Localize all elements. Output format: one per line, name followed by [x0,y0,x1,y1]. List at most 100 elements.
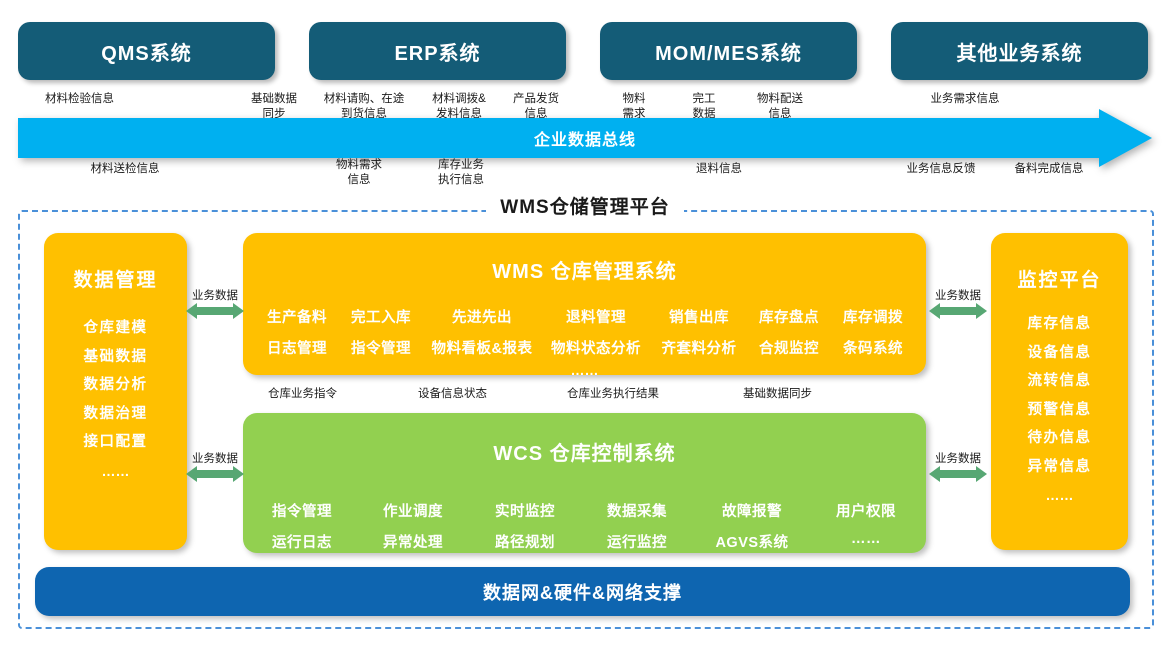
bus-body [18,118,1103,158]
up-flow-label-5: 备料完成信息 [1014,163,1084,175]
bi-arrow-icon-3 [929,466,987,482]
down-flow-label-6: 完工 数据 [692,93,716,120]
system-box-label: 其他业务系统 [956,42,1083,65]
wcs-feature[interactable]: AGVS系统 [715,535,789,551]
wms-feature[interactable]: 销售出库 [669,310,729,326]
bi-arrow-icon-1 [186,466,244,482]
wcs-feature[interactable]: 路径规划 [495,535,555,551]
down-flow-label-0: 材料检验信息 [45,93,114,105]
wms-feature-row-1: 生产备料 完工入库 先进先出 退料管理 销售出库 库存盘点 库存调拨 [243,306,926,327]
arrow-shaft [196,470,234,478]
up-flow-label-2: 库存业务 执行信息 [438,159,484,186]
mid-flow-label-3: 基础数据同步 [743,388,812,400]
wms-feature[interactable]: 物料看板&报表 [431,341,533,357]
system-box-erp[interactable]: ERP系统 [309,22,566,80]
bi-flow-label-2: 业务数据 [935,290,981,302]
system-box-mom-mes[interactable]: MOM/MES系统 [600,22,857,80]
arrow-head-right [233,466,244,482]
wms-feature[interactable]: 指令管理 [351,341,411,357]
wcs-feature[interactable]: 作业调度 [383,504,443,520]
wms-feature[interactable]: 先进先出 [452,310,512,326]
wcs-feature-row-1: 指令管理 作业调度 实时监控 数据采集 故障报警 用户权限 [243,500,926,521]
down-flow-label-5: 物料 需求 [622,93,646,120]
card-foundation[interactable]: 数据网&硬件&网络支撑 [35,567,1130,616]
wms-feature[interactable]: 库存调拨 [843,310,903,326]
list-item: 库存信息 [1027,316,1092,332]
system-box-qms[interactable]: QMS系统 [18,22,275,80]
list-item: 基础数据 [83,348,148,365]
wms-feature[interactable]: 完工入库 [351,310,411,326]
foundation-label: 数据网&硬件&网络支撑 [483,582,682,603]
arrow-head-left [186,466,197,482]
system-box-label: MOM/MES系统 [655,42,802,65]
list-item: 接口配置 [83,434,148,450]
list-item: 异常信息 [1027,458,1092,475]
up-flow-label-4: 业务信息反馈 [906,163,976,175]
system-box-label: QMS系统 [101,42,192,65]
system-box-label: ERP系统 [394,42,481,65]
arrow-head-left [929,303,940,319]
wms-feature[interactable]: 齐套料分析 [661,341,737,357]
wms-feature[interactable]: 合规监控 [759,341,819,357]
data-management-title: 数据管理 [73,270,158,291]
platform-title: WMS仓储管理平台 [486,197,684,218]
monitor-platform-title: 监控平台 [1017,270,1102,291]
wcs-feature: …… [851,531,881,547]
down-flow-label-3: 材料调拨& 发料信息 [432,93,486,120]
bus-label: 企业数据总线 [533,132,636,149]
wms-feature[interactable]: 退料管理 [566,310,626,326]
card-data-management[interactable]: 数据管理 仓库建模 基础数据 数据分析 数据治理 接口配置 …… [44,233,187,550]
wms-feature[interactable]: 日志管理 [267,341,327,357]
arrow-shaft [196,307,234,315]
wcs-feature[interactable]: 用户权限 [836,504,896,520]
wcs-feature[interactable]: 数据采集 [607,504,667,520]
bi-flow-label-3: 业务数据 [935,453,981,465]
up-flow-label-0: 材料送检信息 [90,163,160,175]
wcs-title: WCS 仓库控制系统 [493,443,676,465]
arrow-head-right [976,466,987,482]
wms-feature[interactable]: 物料状态分析 [551,341,641,357]
mid-flow-label-2: 仓库业务执行结果 [567,388,659,400]
wcs-feature[interactable]: 运行日志 [272,535,332,551]
bi-flow-label-0: 业务数据 [192,290,238,302]
data-management-list: 仓库建模 基础数据 数据分析 数据治理 接口配置 …… [44,314,187,485]
wms-feature[interactable]: 生产备料 [267,310,327,326]
list-item: 数据治理 [83,405,148,422]
wms-title: WMS 仓库管理系统 [492,261,677,283]
down-flow-label-8: 业务需求信息 [930,93,1000,105]
list-item: 仓库建模 [83,320,148,336]
down-flow-label-2: 材料请购、在途 到货信息 [323,93,405,120]
wcs-feature[interactable]: 实时监控 [495,504,555,520]
wcs-feature[interactable]: 运行监控 [607,535,667,551]
card-wcs[interactable]: WCS 仓库控制系统 指令管理 作业调度 实时监控 数据采集 故障报警 用户权限… [243,413,926,553]
up-flow-label-3: 退料信息 [696,163,742,175]
arrow-head-left [929,466,940,482]
wms-feature[interactable]: 库存盘点 [759,310,819,326]
enterprise-data-bus [18,109,1152,167]
wcs-feature-row-2: 运行日志 异常处理 路径规划 运行监控 AGVS系统 …… [243,531,926,552]
list-item: 预警信息 [1027,401,1092,418]
arrow-shaft [939,307,977,315]
platform-title-wrap: WMS仓储管理平台 [0,192,1170,219]
wms-feature-row-2: 日志管理 指令管理 物料看板&报表 物料状态分析 齐套料分析 合规监控 条码系统 [243,337,926,358]
monitor-platform-list: 库存信息 设备信息 流转信息 预警信息 待办信息 异常信息 …… [991,310,1128,510]
wcs-feature[interactable]: 故障报警 [722,504,782,520]
wms-feature[interactable]: 条码系统 [843,341,903,357]
system-box-other[interactable]: 其他业务系统 [891,22,1148,80]
bi-flow-label-1: 业务数据 [192,453,238,465]
down-flow-label-7: 物料配送 信息 [757,93,803,120]
bi-arrow-icon-2 [929,303,987,319]
wcs-feature[interactable]: 指令管理 [272,504,332,520]
card-wms[interactable]: WMS 仓库管理系统 生产备料 完工入库 先进先出 退料管理 销售出库 库存盘点… [243,233,926,378]
down-flow-label-1: 基础数据 同步 [251,93,297,120]
wcs-feature[interactable]: 异常处理 [383,535,443,551]
wms-ellipsis: …… [570,362,599,378]
bus-arrowhead-icon [1099,109,1152,167]
mid-flow-label-0: 仓库业务指令 [268,388,337,400]
arrow-head-left [186,303,197,319]
up-flow-label-1: 物料需求 信息 [336,159,382,186]
list-item: 设备信息 [1027,344,1092,361]
list-item: 待办信息 [1027,430,1092,446]
card-monitor-platform[interactable]: 监控平台 库存信息 设备信息 流转信息 预警信息 待办信息 异常信息 …… [991,233,1128,550]
